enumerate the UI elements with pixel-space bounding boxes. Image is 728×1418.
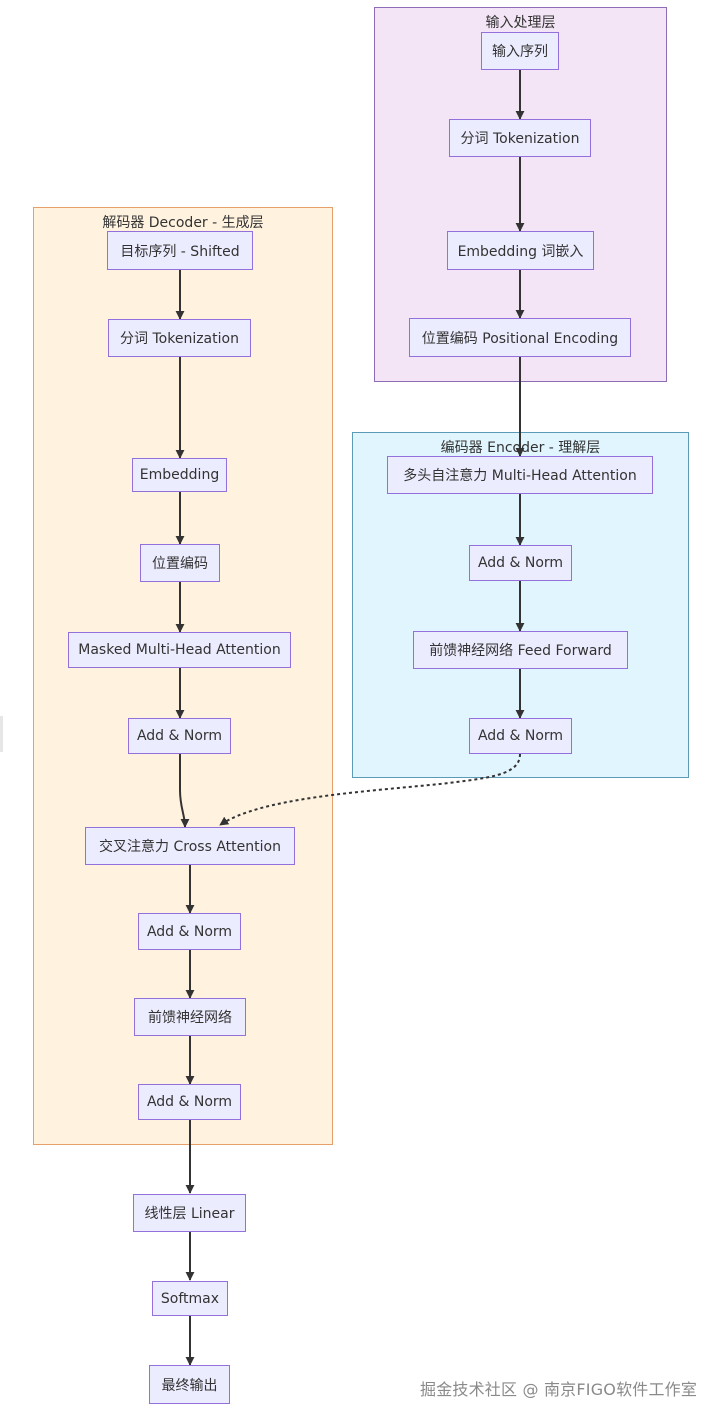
node-encoder-add-norm-2[interactable]: Add & Norm	[469, 718, 572, 754]
node-encoder-feed-forward[interactable]: 前馈神经网络 Feed Forward	[413, 631, 628, 669]
decoder-cluster: 解码器 Decoder - 生成层	[33, 207, 333, 1145]
node-encoder-multihead-attention[interactable]: 多头自注意力 Multi-Head Attention	[387, 456, 653, 494]
node-masked-multihead-attention[interactable]: Masked Multi-Head Attention	[68, 632, 291, 668]
input-cluster-title: 输入处理层	[485, 15, 556, 31]
scroll-edge-mark	[0, 716, 3, 752]
node-input-tokenization[interactable]: 分词 Tokenization	[449, 119, 591, 157]
node-decoder-add-norm-2[interactable]: Add & Norm	[138, 913, 241, 950]
node-final-output[interactable]: 最终输出	[149, 1365, 230, 1404]
watermark: 掘金技术社区 @ 南京FIGO软件工作室	[420, 1380, 698, 1399]
node-decoder-add-norm-3[interactable]: Add & Norm	[138, 1084, 241, 1120]
node-encoder-add-norm-1[interactable]: Add & Norm	[469, 545, 572, 581]
node-decoder-add-norm-1[interactable]: Add & Norm	[128, 718, 231, 754]
node-cross-attention[interactable]: 交叉注意力 Cross Attention	[85, 827, 295, 865]
node-linear-layer[interactable]: 线性层 Linear	[133, 1194, 246, 1232]
edge-enc-an2-to-dec-cross	[219, 753, 521, 826]
node-decoder-positional-encoding[interactable]: 位置编码	[140, 544, 220, 582]
edge-dec-an1-to-dec-cross	[179, 754, 190, 828]
node-decoder-feed-forward[interactable]: 前馈神经网络	[134, 998, 246, 1036]
node-input-sequence[interactable]: 输入序列	[481, 32, 559, 70]
node-target-sequence-shifted[interactable]: 目标序列 - Shifted	[107, 231, 253, 270]
node-decoder-tokenization[interactable]: 分词 Tokenization	[108, 319, 251, 357]
decoder-cluster-title: 解码器 Decoder - 生成层	[102, 215, 264, 231]
node-softmax[interactable]: Softmax	[152, 1281, 228, 1316]
node-input-embedding[interactable]: Embedding 词嵌入	[447, 231, 594, 270]
node-decoder-embedding[interactable]: Embedding	[132, 458, 227, 492]
node-positional-encoding[interactable]: 位置编码 Positional Encoding	[409, 318, 631, 357]
